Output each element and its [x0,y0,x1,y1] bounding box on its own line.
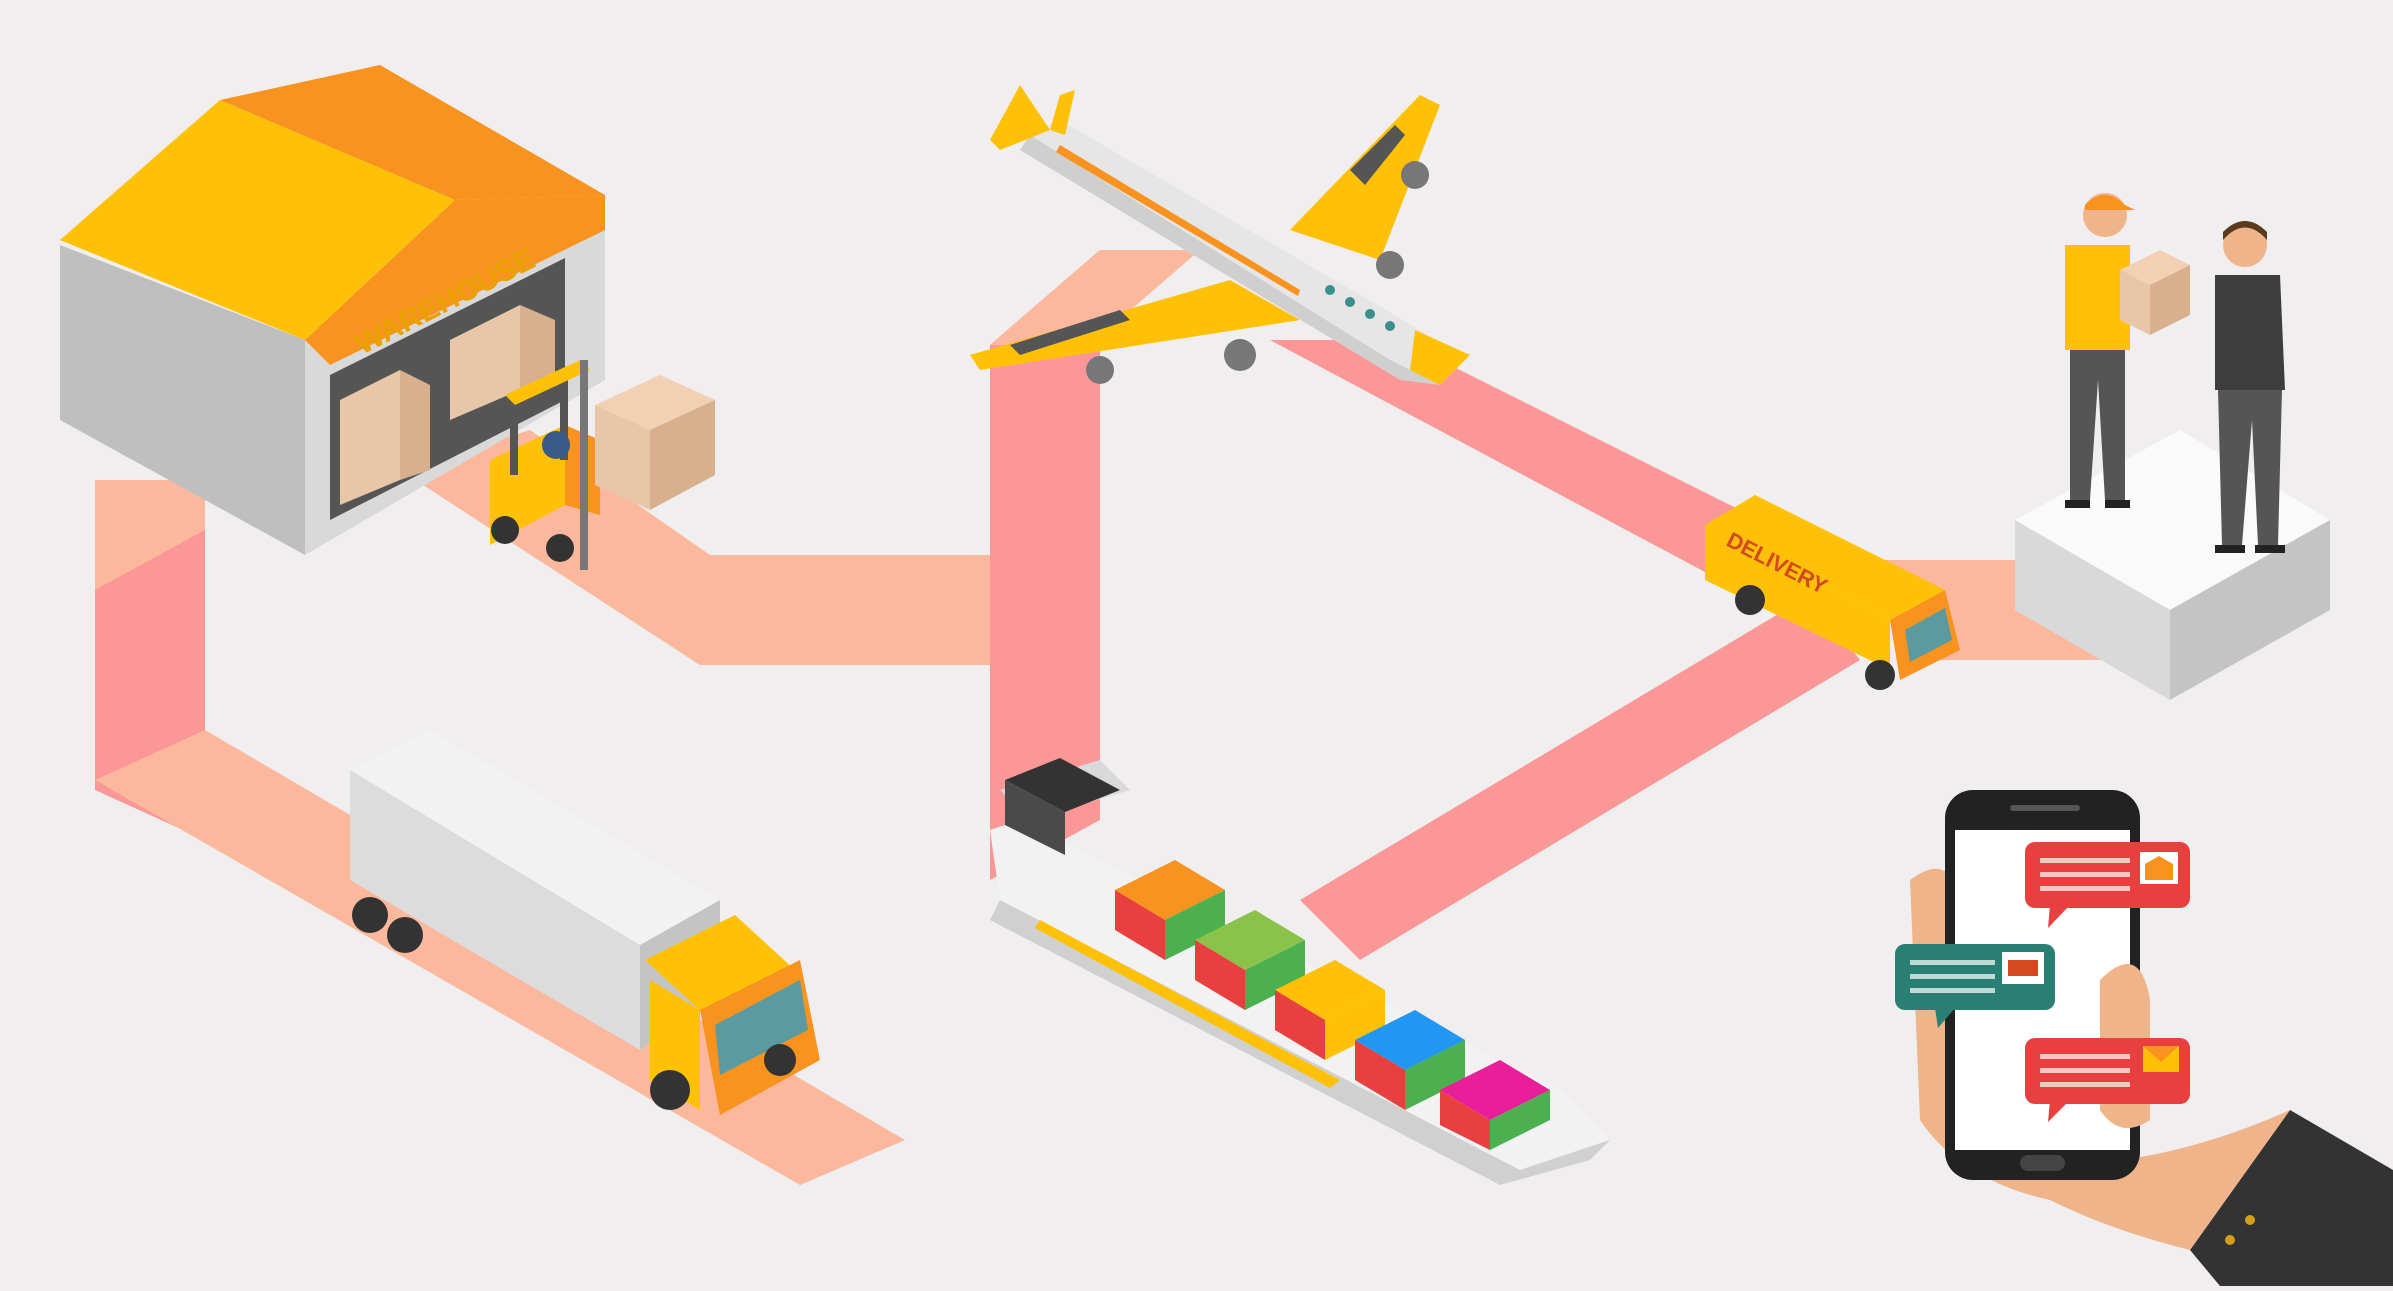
cardboard-box-icon [2120,250,2190,335]
shipping-container-icon [1115,860,1550,1150]
suit-sleeve [2190,1110,2393,1286]
route-ship-to-van [1300,595,1860,960]
smartphone-in-hand [1895,790,2393,1286]
delivery-van-icon: DELIVERY [1705,495,1960,690]
envelope-icon [2143,1046,2179,1072]
forklift-icon [490,360,715,570]
cardboard-box-icon [595,375,715,510]
warehouse-icon [2145,856,2173,880]
route-plane-to-van [1270,340,1840,580]
customer-handover [2015,193,2330,700]
courier-person-icon [2065,193,2135,508]
chat-bubble-icon [1895,944,2055,1028]
chat-bubble-icon [2025,842,2190,928]
cargo-ship-icon [990,758,1610,1185]
truck-icon [2008,960,2038,976]
warehouse-icon: WAREHOUSE [60,65,605,555]
route-hub-vertical [990,250,1100,880]
cardboard-box-icon [340,305,555,505]
truck-icon [350,730,820,1115]
customer-person-icon [2215,221,2285,553]
route-hub-to-plane [990,250,1200,345]
airplane-icon [970,85,1470,385]
chat-bubble-icon [2025,1038,2190,1122]
